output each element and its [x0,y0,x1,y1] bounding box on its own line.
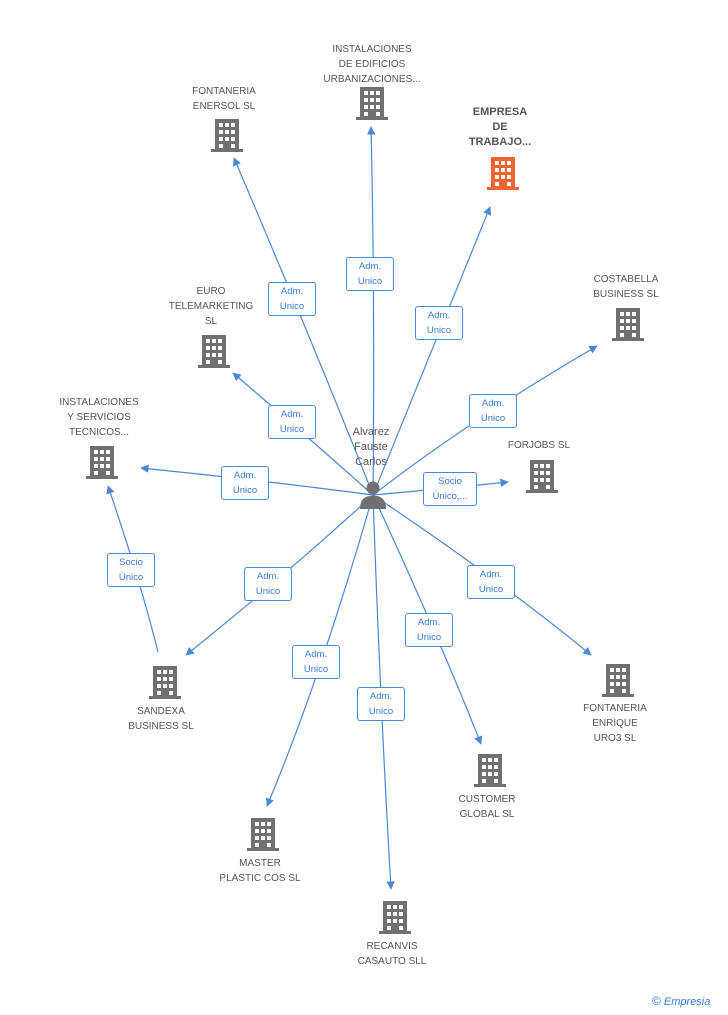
footer-brand: © Empresia [652,994,728,1012]
node-label-costabella[interactable]: COSTABELLA BUSINESS SL [593,274,659,300]
edge-label-fontaneria-enrique: Adm. Unico [467,565,515,599]
building-icon[interactable] [247,818,279,851]
node-label-customer-global[interactable]: CUSTOMER GLOBAL SL [458,794,516,820]
edge-label-fontaneria-enersol: Adm. Unico [268,282,316,316]
node-label-empresa-trabajo[interactable]: EMPRESA DE TRABAJO... [468,106,532,148]
building-icon[interactable] [198,335,230,368]
edge-label-instalaciones-edificios: Adm. Unico [346,257,394,291]
building-icon[interactable] [602,664,634,697]
edge-label-sandexa: Adm. Unico [244,567,292,601]
node-label-master-plastic[interactable]: MASTER PLASTIC COS SL [219,858,301,884]
node-label-euro-telemarketing[interactable]: EURO TELEMARKETING SL [168,286,254,327]
building-icon[interactable] [379,901,411,934]
node-label-forjobs[interactable]: FORJOBS SL [507,440,571,451]
edge-label-euro-telemarketing: Adm. Unico [268,405,316,439]
node-label-instalaciones-servicios[interactable]: INSTALACIONES Y SERVICIOS TECNICOS... [59,397,139,438]
building-icon[interactable] [487,157,519,190]
building-icon[interactable] [356,87,388,120]
node-label-sandexa[interactable]: SANDEXA BUSINESS SL [128,706,194,732]
edge-label-costabella: Adm. Unico [469,394,517,428]
edge-instalaciones-edificios [366,126,376,496]
building-icon[interactable] [526,460,558,493]
node-label-instalaciones-edificios[interactable]: INSTALACIONES DE EDIFICIOS URBANIZACIONE… [323,44,421,85]
edge-label-secondary-sandexa: Socio Único [107,553,155,587]
building-icon[interactable] [612,308,644,341]
building-icon[interactable] [211,119,243,152]
edge-fontaneria-enersol [233,157,374,496]
building-icon[interactable] [474,754,506,787]
center-person-name[interactable]: Alvarez Fauste Carlos [352,426,390,468]
building-icon[interactable] [149,666,181,699]
brand-name: Empresia [663,996,711,1008]
node-label-fontaneria-enrique[interactable]: FONTANERIA ENRIQUE URO3 SL [583,703,647,744]
edge-label-empresa-trabajo: Adm. Unico [415,306,463,340]
edge-label-recanvis: Adm. Unico [357,687,405,721]
edge-empresa-trabajo [372,206,492,496]
edge-label-instalaciones-servicios: Adm. Unico [221,466,269,500]
edge-label-customer-global: Adm. Unico [405,613,453,647]
edge-label-forjobs: Socio Único,... [423,472,477,506]
node-label-fontaneria-enersol[interactable]: FONTANERIA ENERSOL SL [192,86,256,112]
copyright-icon: © [652,994,661,1008]
building-icon[interactable] [86,446,118,479]
person-icon[interactable] [360,481,386,510]
edge-label-master-plastic: Adm. Unico [292,645,340,679]
node-label-recanvis[interactable]: RECANVIS CASAUTO SLL [357,941,427,967]
